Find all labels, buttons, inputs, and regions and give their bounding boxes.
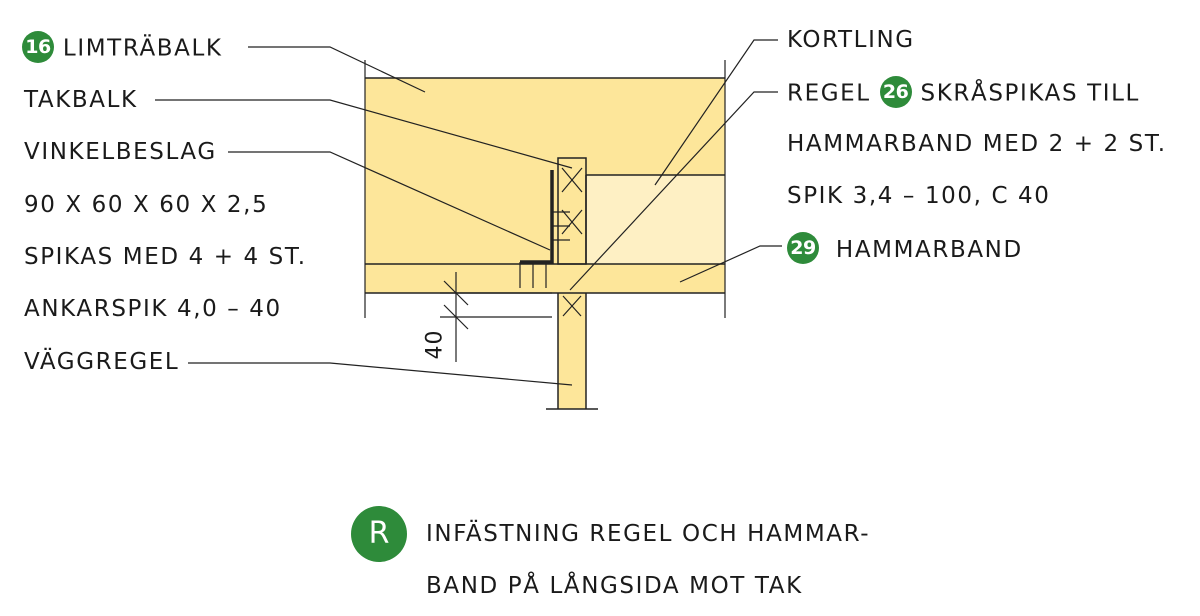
caption-line-2: BAND PÅ LÅNGSIDA MOT TAK: [426, 573, 803, 599]
label-vaggregel: VÄGGREGEL: [24, 349, 180, 375]
label-spikas: SPIKAS MED 4 + 4 ST.: [24, 244, 307, 270]
label-hammarband: 29 HAMMARBAND: [787, 232, 1023, 266]
label-regel-suffix: SKRÅSPIKAS TILL: [920, 80, 1140, 107]
label-limtrabalk: 16 LIMTRÄBALK: [22, 31, 223, 65]
label-ankarspik: ANKARSPIK 4,0 – 40: [24, 296, 282, 322]
badge-16: 16: [22, 31, 54, 63]
label-hammarband-text: HAMMARBAND: [835, 236, 1023, 263]
label-vinkelbeslag: VINKELBESLAG: [24, 139, 217, 165]
vinkelbeslag-bracket: [519, 170, 570, 288]
label-takbalk: TAKBALK: [24, 87, 138, 113]
kortling-block: [586, 175, 725, 264]
leader-hammarband: [679, 245, 782, 283]
caption-line-1: INFÄSTNING REGEL OCH HAMMAR-: [426, 521, 871, 547]
label-regel: REGEL 26 SKRÅSPIKAS TILL: [787, 76, 1140, 110]
label-limtrabalk-text: LIMTRÄBALK: [62, 35, 223, 62]
badge-26: 26: [879, 76, 912, 108]
leader-regel: [569, 91, 778, 291]
caption-badge: R: [351, 506, 407, 562]
label-kortling: KORTLING: [787, 27, 915, 53]
label-hammarband-line: HAMMARBAND MED 2 + 2 ST.: [787, 131, 1167, 157]
leader-vaggregel: [188, 362, 573, 386]
badge-29: 29: [787, 232, 819, 264]
leader-kortling: [654, 39, 778, 186]
label-spik-line: SPIK 3,4 – 100, C 40: [787, 183, 1051, 209]
dimension-40: [440, 272, 552, 362]
leader-limtrabalk: [248, 46, 426, 93]
label-regel-prefix: REGEL: [787, 80, 871, 107]
hammarband-plate: [365, 264, 725, 293]
dimension-value: 40: [422, 329, 448, 360]
vaggregel-stud: [558, 293, 586, 409]
leader-vinkelbeslag: [228, 151, 551, 251]
label-dimension: 90 X 60 X 60 X 2,5: [24, 192, 269, 218]
leader-takbalk: [155, 99, 573, 169]
